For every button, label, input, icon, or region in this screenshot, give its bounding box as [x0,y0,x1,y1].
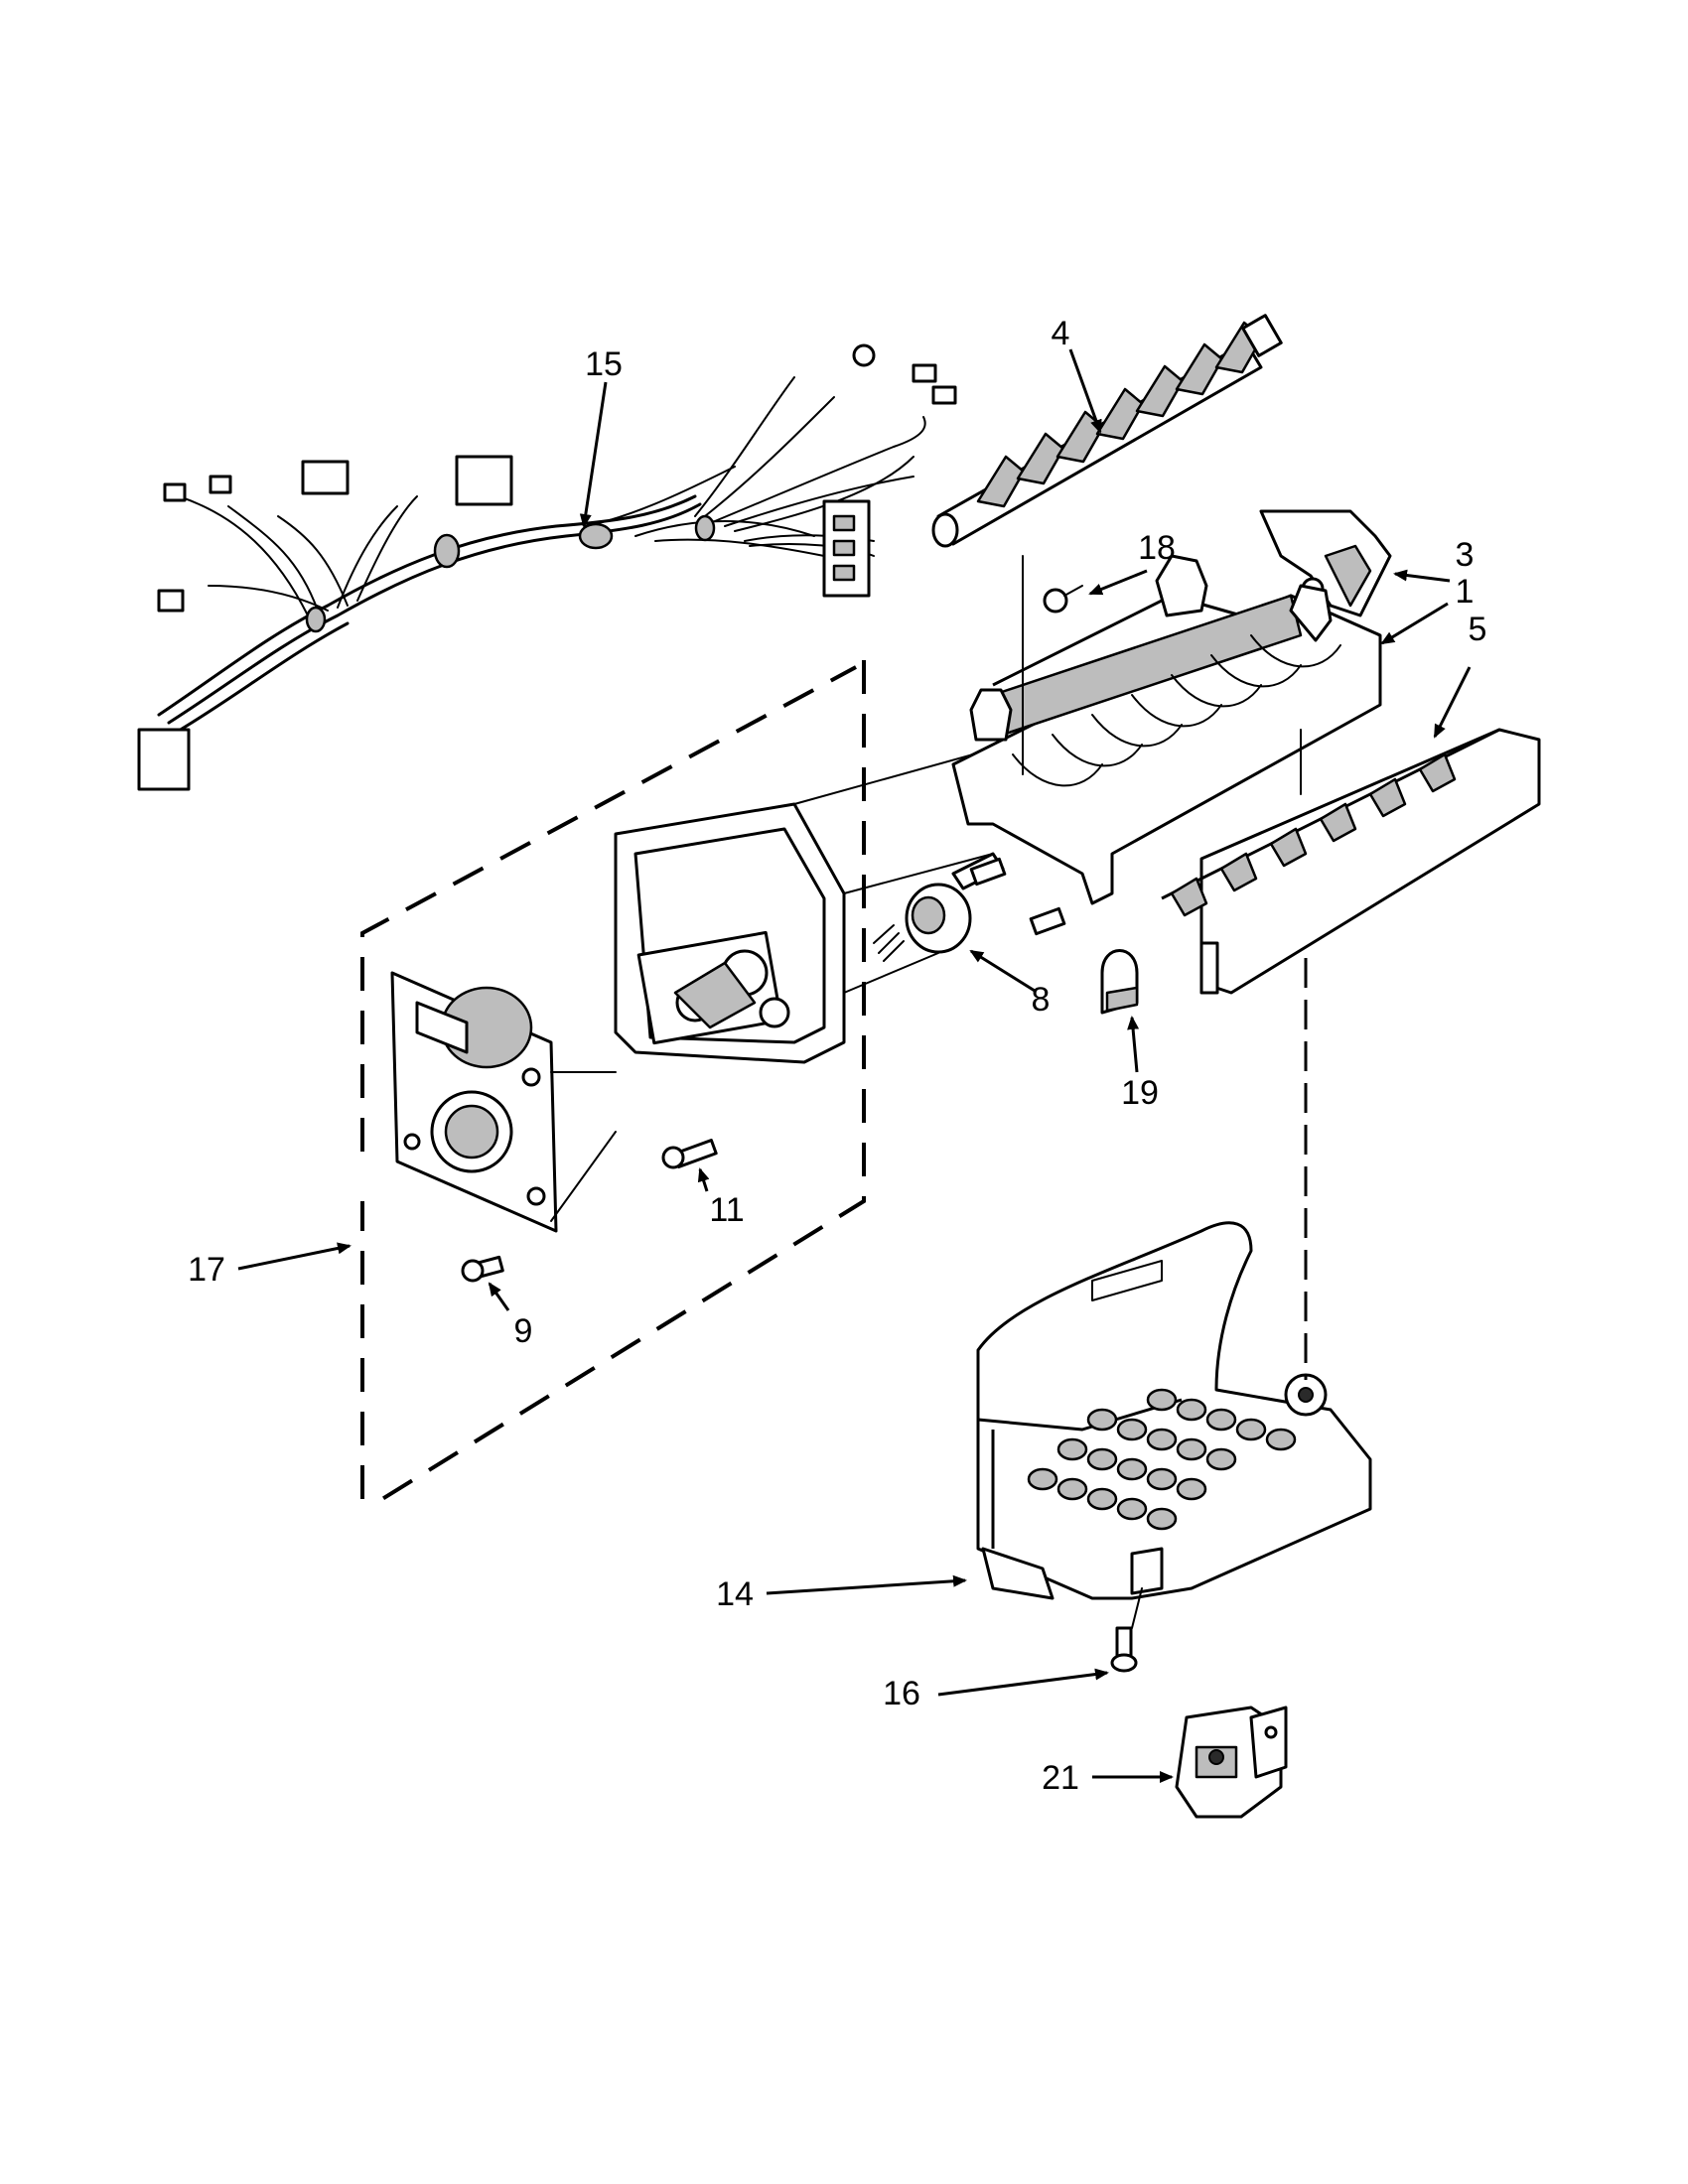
wire-harness-icon [137,343,957,791]
control-module-icon [390,802,846,1233]
callout-21: 21 [1042,1759,1079,1797]
callout-14: 14 [716,1575,754,1613]
water-valve-icon [1175,1706,1288,1819]
stripper-icon [1161,728,1541,995]
callout-4: 4 [1052,315,1070,352]
callout-16: 16 [883,1675,920,1712]
alignment-lines [793,555,1308,1629]
screw-icon [1110,1626,1138,1673]
clip-icon [1100,949,1139,1015]
callout-17: 17 [188,1251,225,1289]
callout-15: 15 [585,345,623,383]
screw-icon [1043,585,1083,614]
screw-icon [661,1139,718,1169]
callout-11: 11 [709,1191,744,1229]
ice-tray-icon [976,1221,1372,1600]
callout-19: 19 [1121,1074,1159,1112]
callout-3: 3 [1456,536,1475,574]
callout-8: 8 [1032,981,1051,1019]
callout-5: 5 [1469,611,1487,648]
group-boundary [360,660,866,1501]
ejector-blade-icon [931,314,1283,548]
callout-1: 1 [1456,573,1475,611]
callout-18: 18 [1138,529,1176,567]
ice-mold-icon [951,554,1382,905]
callout-9: 9 [514,1312,533,1350]
thermostat-icon [873,852,1066,962]
screw-icon [461,1255,504,1283]
leader-lines [237,348,1472,1783]
